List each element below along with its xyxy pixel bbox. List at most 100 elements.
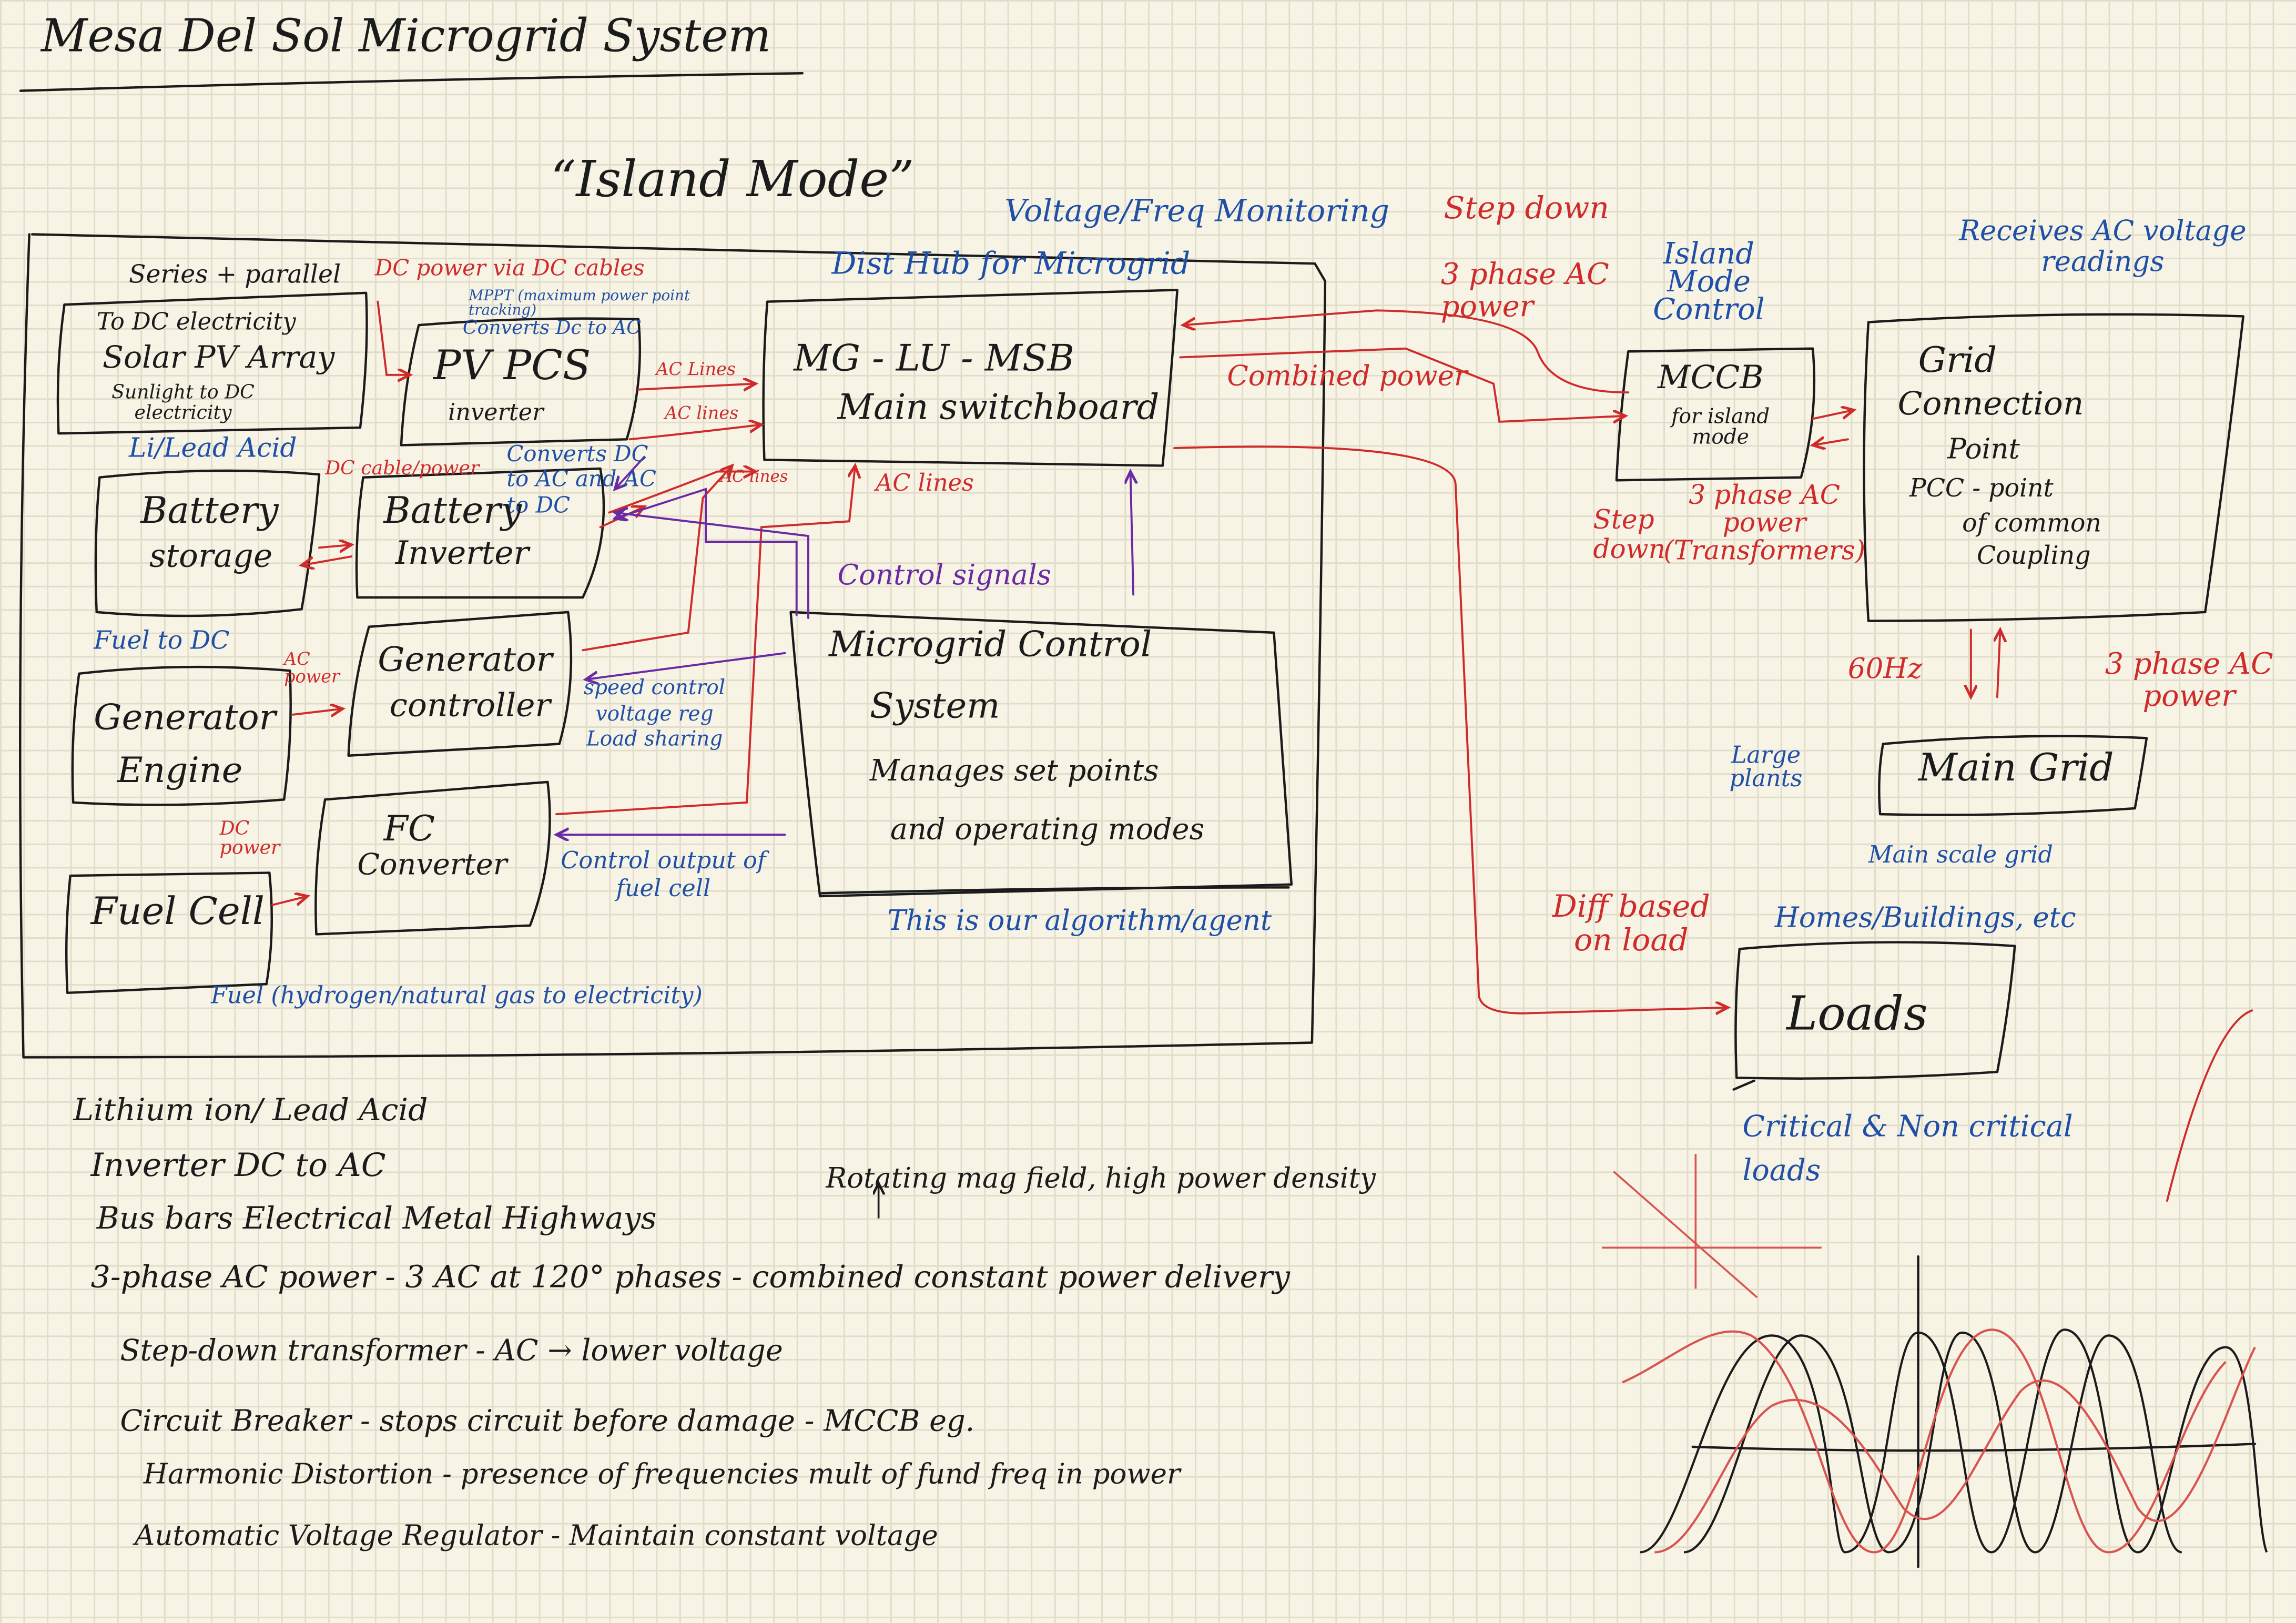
- note-line: 3-phase AC power - 3 AC at 120° phases -…: [90, 1259, 1291, 1295]
- switchboard-box: [762, 289, 1179, 467]
- battery-storage-line2: storage: [149, 539, 273, 576]
- page-title: Mesa Del Sol Microgrid System: [40, 10, 771, 63]
- grid-connection-line2: Connection: [1897, 387, 2084, 423]
- battery-inverter-box: [355, 467, 605, 599]
- switchboard-to-loads-arrow: [1173, 445, 1728, 1013]
- solar-line1: To DC electricity: [96, 307, 296, 336]
- mgcs-box: [789, 611, 1293, 898]
- switchboard-line2: Main switchboard: [837, 387, 1160, 428]
- generator-controller-line1: Generator: [378, 641, 553, 679]
- ac-lines-label-1: AC Lines: [656, 359, 736, 380]
- diff-based-load-label: Diff based on load: [1552, 889, 1710, 958]
- three-phase-power-transformers-label: 3 phase AC power (Transformers): [1663, 480, 1866, 566]
- step-down-label: Step down: [1444, 190, 1609, 226]
- fc-converter-line2: Converter: [357, 846, 507, 882]
- note-line: Step-down transformer - AC → lower volta…: [120, 1332, 783, 1368]
- phase-plot-x-axis: [1691, 1443, 2257, 1452]
- note-line: Inverter DC to AC: [90, 1148, 386, 1185]
- control-output-label: Control output of fuel cell: [561, 846, 766, 902]
- note-line: Circuit Breaker - stops circuit before d…: [120, 1403, 975, 1438]
- receives-ac-label: Receives AC voltage readings: [1959, 215, 2247, 278]
- loads-box: [1734, 941, 2016, 1080]
- ac-lines-label-2: AC lines: [665, 402, 739, 423]
- switchboard-to-mccb-arrow: [1179, 347, 1625, 422]
- note-line: Bus bars Electrical Metal Highways: [96, 1201, 657, 1236]
- phase-wave-red-2: [1654, 1346, 2256, 1554]
- island-mode-control-label: Island Mode Control: [1653, 236, 1765, 327]
- main-grid-label: Main Grid: [1918, 747, 2114, 791]
- battery-storage-box: [94, 469, 321, 617]
- three-phase-ac-label: 3 phase AC power: [1440, 256, 1609, 324]
- algorithm-agent-label: This is our algorithm/agent: [887, 905, 1272, 938]
- grid-connection-box: [1863, 313, 2244, 622]
- voltage-monitoring-label: Voltage/Freq Monitoring: [1004, 193, 1390, 229]
- battery-inverter-line2: Inverter: [395, 536, 529, 573]
- fuel-to-dc-label: Fuel to DC: [94, 626, 230, 656]
- grid-connection-line3: Point: [1947, 433, 2020, 466]
- ac-lines-label-3: AC lines: [720, 467, 788, 486]
- generator-controller-line2: controller: [389, 688, 551, 725]
- li-lead-acid-label: Li/Lead Acid: [129, 433, 297, 464]
- mgcs-line4: and operating modes: [890, 811, 1205, 847]
- step-down-2-label: Step down: [1593, 505, 1665, 565]
- switchboard-line1: MG - LU - MSB: [794, 337, 1074, 380]
- mppt-label: MPPT (maximum power point tracking): [469, 288, 690, 319]
- generator-engine-line1: Generator: [94, 697, 276, 738]
- dc-power-small-label: DC power: [219, 818, 280, 860]
- battery-inverter-line1: Battery: [383, 489, 522, 532]
- mccb-box: [1615, 347, 1816, 482]
- fc-converter-line1: FC: [383, 808, 435, 849]
- solar-box: [56, 291, 368, 435]
- generator-engine-box: [71, 665, 292, 806]
- mgcs-line1: Microgrid Control: [828, 624, 1152, 665]
- note-line: Harmonic Distortion - presence of freque…: [143, 1458, 1181, 1491]
- solar-pv-array-label: Solar PV Array: [102, 339, 335, 375]
- main-grid-box: [1878, 735, 2148, 816]
- three-phase-ac-power-label: 3 phase AC power: [2105, 645, 2273, 714]
- rotating-note: Rotating mag field, high power density: [826, 1162, 1376, 1195]
- control-signals-label: Control signals: [837, 559, 1051, 592]
- grid-connection-line1: Grid: [1918, 339, 1997, 381]
- pv-pcs-sub: inverter: [448, 398, 544, 427]
- note-line: Lithium ion/ Lead Acid: [73, 1092, 428, 1128]
- mgcs-line3: Manages set points: [869, 753, 1159, 788]
- solar-line3: Sunlight to DC electricity: [111, 382, 255, 425]
- grid-connection-line6: Coupling: [1976, 542, 2091, 571]
- note-line: Automatic Voltage Regulator - Maintain c…: [135, 1520, 938, 1553]
- mccb-sub: for island mode: [1671, 405, 1770, 450]
- combined-power-label: Combined power: [1227, 360, 1468, 393]
- main-scale-grid-label: Main scale grid: [1868, 840, 2053, 869]
- converts-dc-ac-2-label: Converts DC to AC and AC to DC: [506, 441, 656, 518]
- homes-buildings-label: Homes/Buildings, etc: [1774, 902, 2076, 935]
- ac-power-small-label: AC power: [284, 648, 340, 687]
- fuel-note-label: Fuel (hydrogen/natural gas to electricit…: [210, 981, 703, 1009]
- freq-60hz-label: 60Hz: [1847, 653, 1923, 686]
- dc-power-cables-label: DC power via DC cables: [374, 255, 645, 281]
- speed-control-label: speed control voltage reg Load sharing: [584, 676, 726, 752]
- pv-pcs-box: [400, 317, 642, 447]
- generator-controller-box: [347, 611, 573, 757]
- pv-pcs-label: PV PCS: [433, 341, 591, 390]
- grid-connection-line5: of common: [1962, 509, 2101, 539]
- large-plants-label: Large plants: [1729, 741, 1803, 793]
- critical-noncritical-label: Critical & Non critical loads: [1742, 1108, 2073, 1188]
- series-parallel-label: Series + parallel: [129, 260, 341, 290]
- fc-converter-box: [314, 780, 551, 936]
- mgcs-line2: System: [869, 685, 1000, 727]
- title-underline: [19, 72, 804, 92]
- phase-wave-red-1: [1622, 1328, 2227, 1554]
- dc-cable-power-label: DC cable/power: [325, 458, 480, 481]
- battery-storage-line1: Battery: [140, 489, 279, 532]
- grid-connection-line4: PCC - point: [1909, 474, 2054, 504]
- mccb-to-switchboard-arrow: [1183, 309, 1630, 394]
- fuel-cell-box: [65, 871, 273, 995]
- generator-engine-line2: Engine: [117, 749, 243, 791]
- fuel-cell-label: Fuel Cell: [90, 890, 265, 935]
- mccb-label: MCCB: [1657, 360, 1764, 397]
- phase-wave-black-2: [1683, 1331, 2182, 1554]
- dist-hub-label: Dist Hub for Microgrid: [831, 246, 1191, 281]
- ac-lines-label-4: AC lines: [876, 469, 974, 496]
- island-mode-heading: “Island Mode”: [550, 150, 915, 210]
